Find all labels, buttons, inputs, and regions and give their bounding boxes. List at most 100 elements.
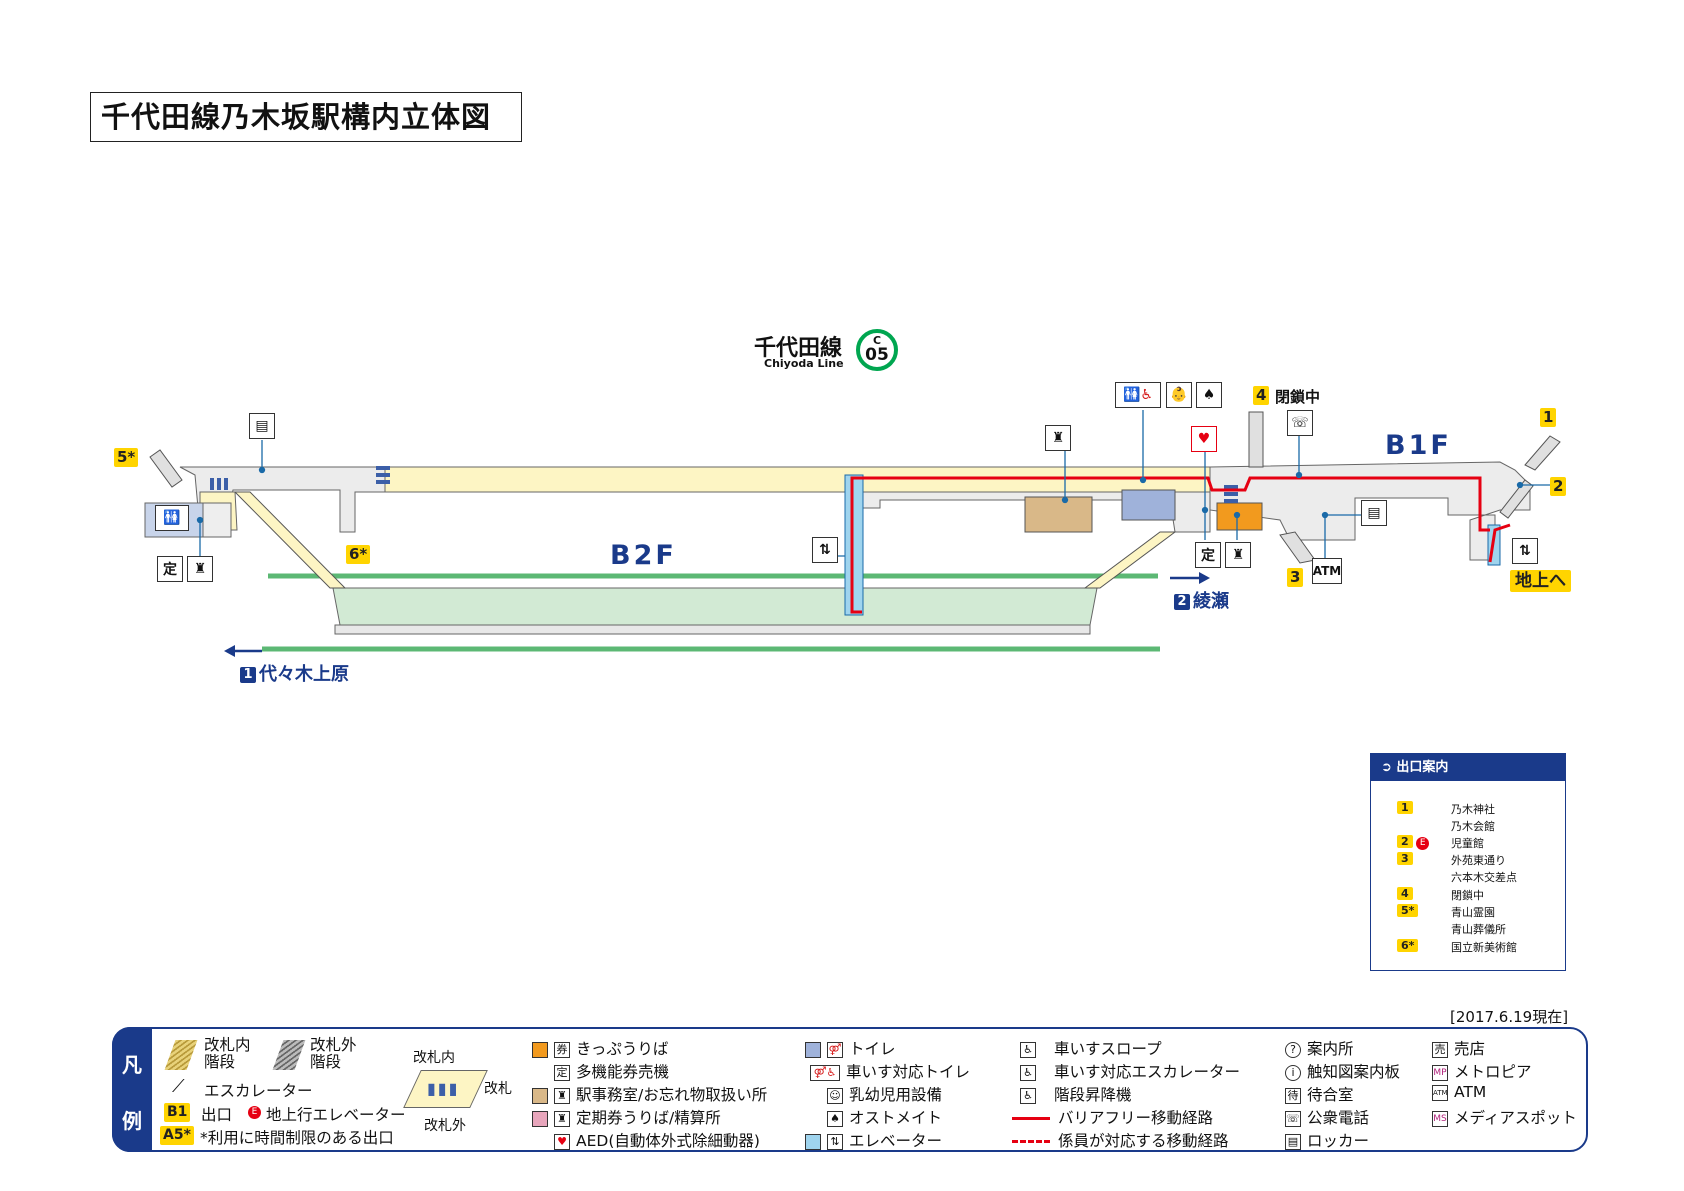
b2-platform-edge [334, 624, 1091, 635]
legend-col4-3: オストメイト [849, 1109, 943, 1127]
elevator-badge: E [1416, 837, 1430, 850]
atm-icon: ATM [1312, 558, 1342, 584]
exit-guide-text: 乃木会館 [1451, 820, 1495, 833]
legend-col5-2: 階段昇降機 [1054, 1086, 1132, 1104]
legend-col3-3: 定期券うりば/精算所 [576, 1109, 721, 1127]
exit-guide-text: 国立新美術館 [1451, 941, 1517, 954]
elevator-icon: ⇅ [812, 537, 838, 563]
legend-ostomate: ♠ オストメイト [827, 1106, 942, 1128]
accessible-toilet-icon: 🚻♿ [1115, 382, 1161, 408]
ticket-gates-mid [376, 466, 390, 484]
commuter-pass-office-icon: ♜ [1225, 542, 1251, 568]
page-title: 千代田線乃木坂駅構内立体図 [90, 92, 522, 142]
to-ground-badge[interactable]: 地上へ [1510, 570, 1571, 592]
legend-gate-inside: 改札内 [413, 1050, 455, 1066]
exit-guide-text: 六本木交差点 [1451, 871, 1517, 884]
legend-col6-2: 待合室 [1307, 1086, 1354, 1104]
legend-ticket-office: 券きっぷうりば [532, 1037, 668, 1059]
legend-col6-0: 案内所 [1307, 1040, 1354, 1058]
exit-badge-6[interactable]: 6* [346, 545, 371, 564]
office-icon: ♜ [554, 1087, 570, 1104]
destination-yoyogi-num: 1 [240, 667, 256, 683]
legend-box [112, 1027, 1588, 1152]
aed-icon: ♥ [1191, 426, 1217, 452]
legend-gate-bars: ▮▮▮ [427, 1079, 460, 1098]
ostomate-icon: ♠ [1196, 382, 1222, 408]
legend-kiosk: 売売店 [1432, 1037, 1485, 1059]
destination-ayase-label: 綾瀬 [1193, 591, 1229, 612]
exit-guide-heading: ➲ 出口案内 [1371, 754, 1565, 781]
destination-ayase-num: 2 [1174, 594, 1190, 610]
ticket-box-icon [532, 1041, 548, 1058]
commuter-pass-office [1121, 489, 1176, 521]
toilet-box-icon [805, 1041, 821, 1058]
exit-badge-1[interactable]: 1 [1540, 408, 1557, 427]
info-desk-icon: ? [1285, 1041, 1301, 1058]
legend-col6-1: 触知図案内板 [1307, 1063, 1401, 1081]
elevator-shaft [844, 474, 864, 616]
exit-badge-2[interactable]: 2 [1550, 477, 1567, 496]
ticket-icon: 券 [554, 1041, 570, 1058]
legend-aed: ♥AED(自動体外式除細動器) [554, 1129, 760, 1151]
exit-guide-badge: 6* [1397, 939, 1419, 952]
legend-wheelchair-slope: ♿車いすスロープ [1020, 1037, 1162, 1059]
multi-ticket-icon: 定 [554, 1064, 570, 1081]
stairs-west [233, 491, 347, 589]
exit-guide-text: 児童館 [1451, 837, 1484, 850]
ticket-gates-east [1224, 485, 1238, 503]
legend-limited-exit: *利用に時間制限のある出口 [200, 1129, 394, 1147]
exit-badge-5[interactable]: 5* [114, 448, 139, 467]
legend-waiting-room: 待待合室 [1285, 1083, 1354, 1105]
stairs-exit-1 [1524, 435, 1561, 471]
ostomate-legend-icon: ♠ [827, 1110, 843, 1127]
exit-guide-badge: 2 [1397, 835, 1413, 848]
legend-col5-3: バリアフリー移動経路 [1058, 1109, 1214, 1127]
public-phone-icon: ☏ [1287, 410, 1313, 436]
exit-4-status: 閉鎖中 [1275, 388, 1321, 406]
exit-guide-text: 外苑東通り [1451, 854, 1506, 867]
pass-box-icon [532, 1110, 548, 1127]
legend-col4-2: 乳幼児用設備 [849, 1086, 943, 1104]
legend-info-desk: ? 案内所 [1285, 1037, 1354, 1059]
exit-guide-badge: 1 [1397, 801, 1413, 814]
legend-elevator-label: 地上行エレベーター [266, 1106, 406, 1124]
legend-col7-3: メディアスポット [1454, 1109, 1577, 1127]
exit-badge-3[interactable]: 3 [1287, 568, 1304, 587]
floor-label-b2: B2F [610, 540, 677, 571]
exit-guide-row: 1 乃木神社 [1397, 801, 1495, 816]
legend-staff-route: 係員が対応する移動経路 [1012, 1129, 1229, 1151]
exit-guide-badge: 5* [1397, 904, 1419, 917]
legend-escalator-icon: ⟋ [172, 1076, 185, 1097]
legend-col7-2: ATM [1454, 1083, 1487, 1101]
exit-badge-4[interactable]: 4 [1253, 386, 1270, 405]
legend-col3-0: きっぷうりば [576, 1040, 669, 1058]
exit-guide-badge: 4 [1397, 887, 1413, 900]
station-office-icon-2: ♜ [1045, 425, 1071, 451]
legend-col6-4: ロッカー [1307, 1132, 1370, 1150]
floor-label-b1: B1F [1385, 430, 1452, 461]
tactile-map-icon: i [1285, 1064, 1301, 1081]
accessible-toilet-legend-icon: ⚤♿ [810, 1064, 840, 1081]
route-solid-line [1012, 1117, 1050, 1120]
exit-guide-text: 乃木神社 [1451, 803, 1495, 816]
metropia-icon: MP [1432, 1064, 1448, 1081]
legend-side: 凡 例 [112, 1027, 152, 1152]
locker-icon-2: ▤ [1361, 500, 1387, 526]
legend-gate-outside: 改札外 [424, 1118, 466, 1134]
barrier-free-route-2 [1488, 523, 1511, 563]
legend-col6-3: 公衆電話 [1307, 1109, 1370, 1127]
elevator-icon-2: ⇅ [1512, 538, 1538, 564]
legend-exit: 出口 [201, 1106, 233, 1124]
legend-locker: ▤ロッカー [1285, 1129, 1369, 1151]
legend-wheelchair-escalator: ♿車いす対応エスカレーター [1020, 1060, 1240, 1082]
legend-baby: ☺乳幼児用設備 [827, 1083, 942, 1105]
station-office [1024, 496, 1093, 533]
